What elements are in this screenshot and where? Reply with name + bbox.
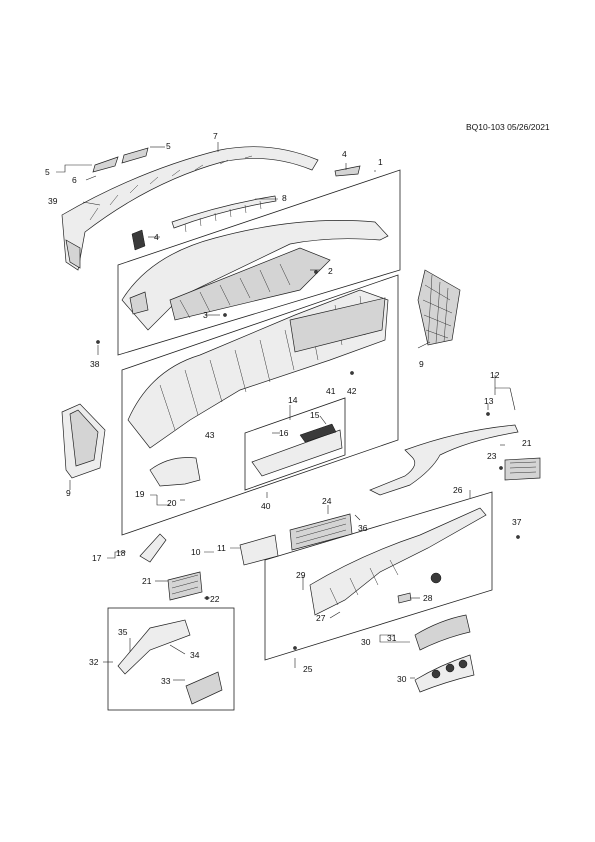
callout-42: 42 xyxy=(347,386,357,396)
callout-40: 40 xyxy=(261,501,271,511)
callout-17: 17 xyxy=(92,553,102,563)
leader-lines xyxy=(56,142,516,681)
callout-23: 23 xyxy=(487,451,497,461)
fasteners xyxy=(96,270,520,650)
vent-grille-part-24 xyxy=(289,513,353,551)
callout-22: 22 xyxy=(210,594,220,604)
callout-5-right: 5 xyxy=(166,141,171,151)
group-box-instrument-panel xyxy=(117,169,401,356)
callout-15: 15 xyxy=(310,410,320,420)
trim-part-32 xyxy=(117,619,191,675)
trim-panel-part-14 xyxy=(251,429,343,477)
callout-29: 29 xyxy=(296,570,306,580)
callout-25: 25 xyxy=(303,664,313,674)
defrost-strip-part-8 xyxy=(171,195,277,229)
callout-19: 19 xyxy=(135,489,145,499)
instrument-panel-part-1 xyxy=(121,220,389,331)
callout-21-right: 21 xyxy=(522,438,532,448)
callout-10: 10 xyxy=(191,547,201,557)
console-part-26 xyxy=(309,507,487,616)
callout-37: 37 xyxy=(512,517,522,527)
callout-39: 39 xyxy=(48,196,58,206)
callout-34: 34 xyxy=(190,650,200,660)
callout-4-top: 4 xyxy=(342,149,347,159)
callout-43: 43 xyxy=(205,430,215,440)
group-box-trim-14 xyxy=(244,397,346,491)
callout-41: 41 xyxy=(326,386,336,396)
trim-part-11 xyxy=(239,534,279,566)
callout-6: 6 xyxy=(72,175,77,185)
trim-part-18 xyxy=(139,533,167,563)
storage-part-33 xyxy=(185,671,223,705)
clip-part-4-left xyxy=(131,229,146,251)
callout-33: 33 xyxy=(161,676,171,686)
vent-clip-part-5 xyxy=(92,147,149,173)
callout-31: 31 xyxy=(387,633,397,643)
callout-12: 12 xyxy=(490,370,500,380)
carrier-beam-part-43 xyxy=(127,289,389,449)
callout-30-top: 30 xyxy=(361,637,371,647)
callout-9-left: 9 xyxy=(66,488,71,498)
callout-14: 14 xyxy=(288,395,298,405)
callout-27: 27 xyxy=(316,613,326,623)
trim-strip-part-12 xyxy=(369,424,519,496)
callout-9-right: 9 xyxy=(419,359,424,369)
callout-32: 32 xyxy=(89,657,99,667)
callout-36: 36 xyxy=(358,523,368,533)
top-cover-part-7 xyxy=(61,146,319,271)
callout-16: 16 xyxy=(279,428,289,438)
callout-5-left: 5 xyxy=(45,167,50,177)
callout-18: 18 xyxy=(116,548,126,558)
clip-part-4-top xyxy=(334,165,361,177)
group-box-console-26 xyxy=(264,491,493,661)
vent-part-21-left xyxy=(167,571,203,601)
group-box-carrier xyxy=(121,274,399,536)
callout-21-left: 21 xyxy=(142,576,152,586)
callout-13: 13 xyxy=(484,396,494,406)
callout-1: 1 xyxy=(378,157,383,167)
callout-26: 26 xyxy=(453,485,463,495)
bracket-part-19 xyxy=(149,457,201,487)
callout-20: 20 xyxy=(167,498,177,508)
callout-3: 3 xyxy=(203,310,208,320)
group-box-glovebox-32 xyxy=(107,607,235,711)
callout-labels: 1 2 3 4 4 5 5 6 7 8 9 9 10 11 12 13 14 1… xyxy=(45,131,532,686)
callout-38: 38 xyxy=(90,359,100,369)
callout-28: 28 xyxy=(423,593,433,603)
vent-part-21-right xyxy=(504,457,541,481)
bezel-part-31 xyxy=(414,614,471,651)
callout-2: 2 xyxy=(328,266,333,276)
callout-7: 7 xyxy=(213,131,218,141)
callout-35: 35 xyxy=(118,627,128,637)
callout-4-left: 4 xyxy=(154,232,159,242)
drawing-reference: BQ10-103 05/26/2021 xyxy=(466,122,550,132)
callout-24: 24 xyxy=(322,496,332,506)
callout-30-bottom: 30 xyxy=(397,674,407,684)
callout-8: 8 xyxy=(282,193,287,203)
mesh-panel-part-9-right xyxy=(417,269,461,346)
callout-11: 11 xyxy=(217,543,226,553)
